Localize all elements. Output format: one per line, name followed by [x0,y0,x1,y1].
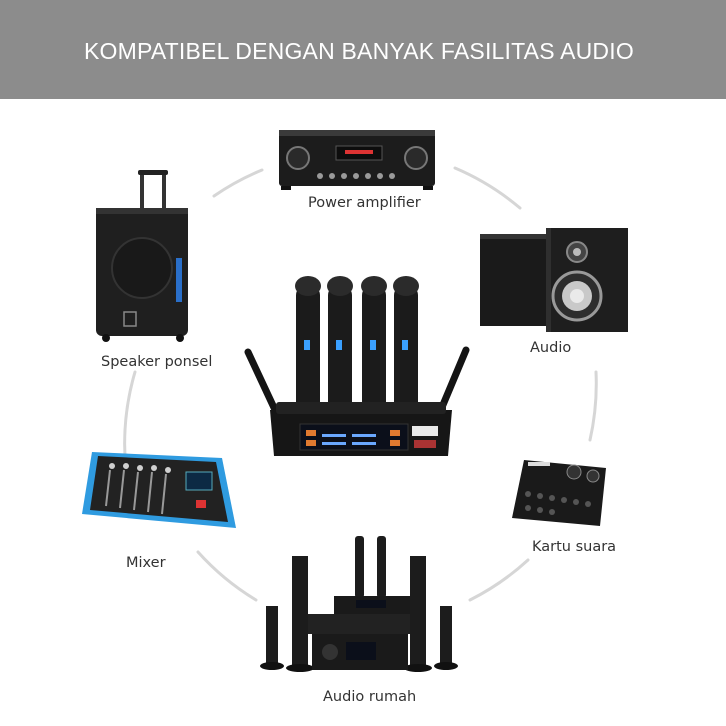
audio-rumah-image [260,536,458,672]
label-mixer: Mixer [126,555,166,571]
label-power-amplifier: Power amplifier [308,195,421,211]
banner-title: KOMPATIBEL DENGAN BANYAK FASILITAS AUDIO [84,38,634,64]
label-audio: Audio [530,340,572,356]
audio-speakers-image [480,228,628,332]
wireless-mic-system-image [244,276,470,456]
power-amplifier-image [279,130,435,190]
label-speaker-ponsel: Speaker ponsel [101,354,213,370]
speaker-ponsel-image [96,170,188,342]
header-banner: KOMPATIBEL DENGAN BANYAK FASILITAS AUDIO [0,0,726,99]
label-kartu-suara: Kartu suara [532,539,617,555]
label-audio-rumah: Audio rumah [323,689,417,705]
mixer-image [82,452,236,528]
kartu-suara-image [512,460,606,526]
connection-ring [123,166,598,602]
